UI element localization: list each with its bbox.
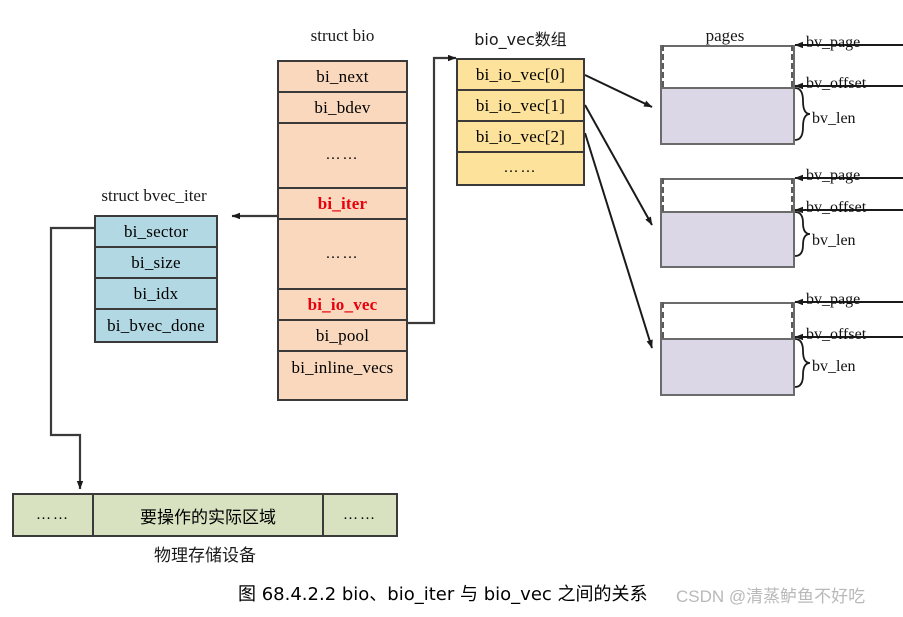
bvec-iter-field-bi-size[interactable]: bi_size	[96, 248, 216, 279]
bio-field-bi-pool[interactable]: bi_pool	[279, 321, 406, 352]
bio-field-bi-bdev[interactable]: bi_bdev	[279, 93, 406, 124]
pages-title: pages	[705, 26, 745, 45]
page1-leaders	[794, 41, 903, 141]
page-1-label-bv-len: bv_len	[812, 110, 856, 127]
page-1-data-region[interactable]	[660, 87, 795, 145]
struct-bvec-iter-title: struct bvec_iter	[101, 186, 207, 205]
page-2-outline	[660, 178, 795, 211]
bio-vec-entry-1[interactable]: bi_io_vec[1]	[458, 91, 583, 122]
page-2-label-bv-page: bv_page	[806, 167, 861, 184]
page-3-right-dash	[791, 302, 793, 338]
bio-field-bi-io-vec[interactable]: bi_io_vec	[279, 290, 406, 321]
page-3-label-bv-page: bv_page	[806, 291, 861, 308]
connector-iovec2-to-page3	[584, 132, 653, 349]
page-2-left-dash	[662, 178, 664, 211]
struct-bvec-iter-box: bi_sector bi_size bi_idx bi_bvec_done	[94, 215, 218, 343]
bvec-iter-field-bi-idx[interactable]: bi_idx	[96, 279, 216, 310]
page-1-outline	[660, 45, 795, 87]
page-2-label-bv-len: bv_len	[812, 232, 856, 249]
page-3-label-bv-len: bv_len	[812, 358, 856, 375]
bio-vec-entry-2[interactable]: bi_io_vec[2]	[458, 122, 583, 153]
page-3-left-dash	[662, 302, 664, 338]
struct-bio-box: bi_next bi_bdev …… bi_iter …… bi_io_vec …	[277, 60, 408, 401]
page-3-data-region[interactable]	[660, 338, 795, 396]
storage-segment-right: ……	[343, 506, 377, 523]
bvec-iter-field-bi-sector[interactable]: bi_sector	[96, 217, 216, 248]
struct-bio-title: struct bio	[310, 26, 375, 45]
physical-storage-bar: …… 要操作的实际区域 ……	[12, 493, 398, 537]
page3-leaders	[794, 298, 903, 388]
page2-leaders	[794, 174, 903, 257]
connector-bi-io-vec-to-bio-vec-array	[408, 54, 457, 325]
page-3-label-bv-offset: bv_offset	[806, 326, 867, 343]
connector-bi-sector-to-storage	[49, 226, 94, 490]
bio-field-bi-iter[interactable]: bi_iter	[279, 189, 406, 220]
page-1-right-dash	[791, 45, 793, 87]
page-1-left-dash	[662, 45, 664, 87]
storage-segment-active[interactable]: 要操作的实际区域	[94, 495, 324, 535]
page-2-data-region[interactable]	[660, 211, 795, 268]
connector-iovec0-to-page1	[584, 74, 653, 108]
storage-caption: 物理存储设备	[154, 546, 256, 566]
bvec-iter-field-bi-bvec-done[interactable]: bi_bvec_done	[96, 310, 216, 341]
bio-field-ellipsis-2: ……	[279, 220, 406, 290]
storage-segment-left: ……	[14, 495, 94, 535]
connector-iovec1-to-page2	[584, 104, 653, 226]
page-3-outline	[660, 302, 795, 338]
bio-vec-array-title: bio_vec数组	[474, 30, 567, 49]
page-1-label-bv-offset: bv_offset	[806, 75, 867, 92]
bio-field-bi-inline-vecs[interactable]: bi_inline_vecs	[279, 352, 406, 383]
page-2-label-bv-offset: bv_offset	[806, 199, 867, 216]
bio-field-bi-next[interactable]: bi_next	[279, 62, 406, 93]
bio-vec-entry-ellipsis: ……	[458, 153, 583, 184]
bio-vec-entry-0[interactable]: bi_io_vec[0]	[458, 60, 583, 91]
figure-caption: 图 68.4.2.2 bio、bio_iter 与 bio_vec 之间的关系	[238, 584, 648, 605]
page-2-right-dash	[791, 178, 793, 211]
bio-vec-array-box: bi_io_vec[0] bi_io_vec[1] bi_io_vec[2] ……	[456, 58, 585, 186]
bio-field-ellipsis-1: ……	[279, 124, 406, 189]
page-1-label-bv-page: bv_page	[806, 34, 861, 51]
csdn-watermark: CSDN @清蒸鲈鱼不好吃	[676, 587, 866, 606]
